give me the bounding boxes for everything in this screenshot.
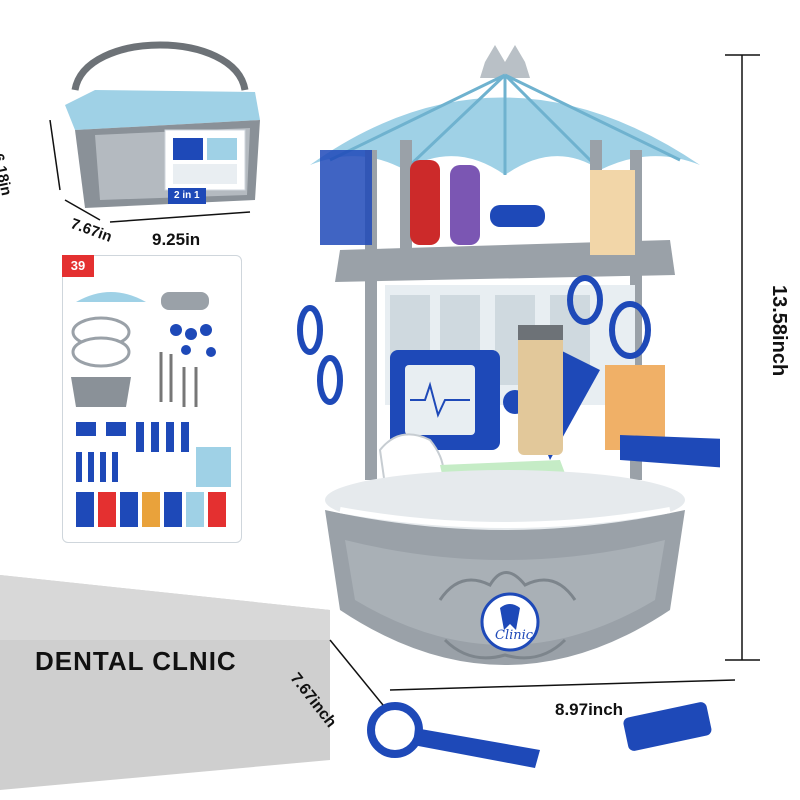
toy-height-label: 13.58inch — [768, 285, 790, 377]
parts-illustration — [71, 292, 231, 527]
package-box-image — [65, 41, 260, 208]
parts-count-badge: 39 — [62, 255, 94, 277]
box-length-label: 9.25in — [152, 230, 201, 249]
box-label: 2 in 1 — [168, 188, 206, 204]
box-dimension-lines — [49, 120, 251, 223]
clinic-logo-text: Clinic — [495, 628, 534, 643]
product-title: DENTAL CLNIC — [35, 646, 237, 676]
dental-clinic-toy — [297, 45, 720, 665]
toy-width-label: 8.97inch — [555, 700, 624, 719]
loose-tools — [367, 702, 712, 768]
